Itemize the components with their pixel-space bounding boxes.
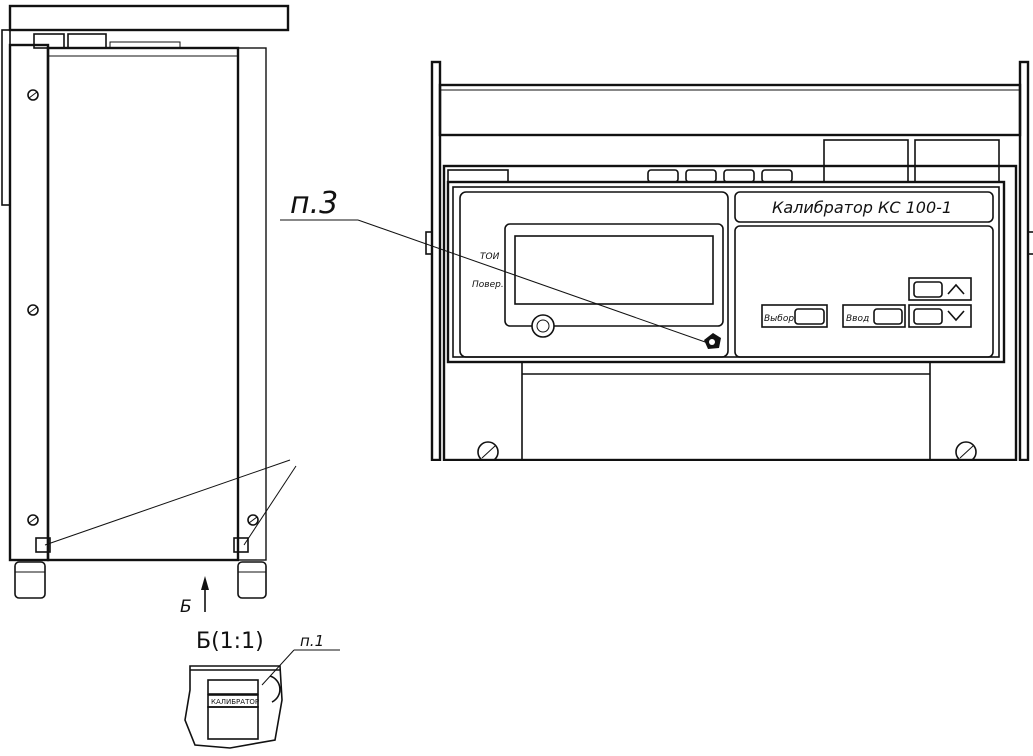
side-view: Б [1, 4, 297, 617]
enter-button-label: Ввод [846, 314, 869, 324]
view-arrow-label: Б [180, 597, 192, 617]
handle-arm-left [430, 60, 442, 462]
nameplate-text: КАЛИБРАТОР [211, 698, 259, 706]
connector-2 [914, 139, 1000, 183]
side-body [46, 46, 240, 562]
side-handle-arm [1, 29, 11, 206]
side-connector-2 [67, 33, 107, 49]
title-box [734, 191, 994, 223]
seal-marker-left [35, 537, 51, 553]
leader-line [243, 465, 297, 546]
calibration-mark-icon [531, 314, 555, 338]
indicator-label-verification: Повер. [472, 280, 504, 290]
indicator-label-toi: ТОИ [480, 252, 500, 262]
foot-left [14, 561, 46, 599]
callout-p1: п.1 [300, 632, 324, 650]
arrow-down-icon [947, 310, 965, 322]
side-handle-bar [8, 4, 290, 32]
screw-icon [27, 89, 259, 526]
select-button-label: Выбор [764, 314, 794, 324]
device-title: Калибратор КС 100-1 [772, 198, 952, 217]
seal-plate [207, 679, 259, 695]
enter-button[interactable]: Ввод [842, 304, 906, 328]
leader-line [357, 219, 709, 344]
seal-marker-right [233, 537, 249, 553]
display-screen [514, 235, 714, 305]
detail-title: Б(1:1) [196, 629, 264, 654]
arrow-up-icon [947, 283, 965, 295]
front-view: Калибратор КС 100-1 ТОИ Повер. Выбор Вво… [420, 60, 1033, 481]
up-button[interactable] [908, 277, 972, 301]
down-button[interactable] [908, 304, 972, 328]
handle-crossbar [438, 83, 1022, 137]
handle-arm-right [1018, 60, 1030, 462]
display-frame [504, 223, 724, 327]
connector-1 [823, 139, 909, 183]
callout-p3: п.3 [290, 186, 338, 221]
leader-line [44, 459, 291, 546]
detail-view-b: Б(1:1) п.1 КАЛИБРАТОР [184, 629, 340, 749]
side-frame-panel [8, 43, 50, 562]
select-button[interactable]: Выбор [761, 304, 828, 328]
foot-right [237, 561, 267, 599]
